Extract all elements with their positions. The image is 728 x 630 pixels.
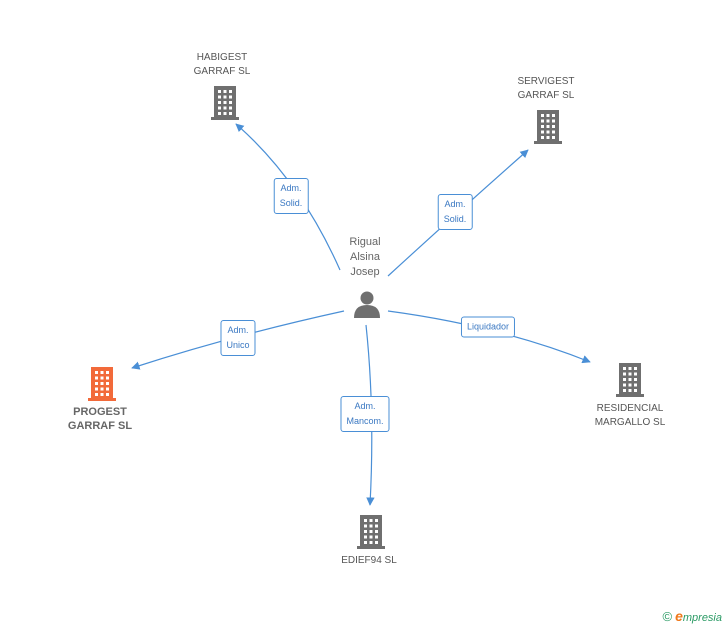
copyright-icon: ©	[662, 609, 673, 624]
relation-label-line: Adm.	[227, 325, 249, 335]
nodes	[88, 86, 644, 549]
company-name-line: SERVIGEST	[517, 76, 575, 87]
building-icon-servigest	[534, 110, 562, 144]
relation-label-line: Mancom.	[346, 416, 384, 426]
company-name-line: GARRAF SL	[193, 66, 251, 77]
company-name-line: RESIDENCIAL	[596, 403, 664, 414]
company-name-line: MARGALLO SL	[594, 417, 666, 428]
building-icon-edief94	[357, 515, 385, 549]
brand-name: mpresia	[682, 612, 722, 624]
relation-label-line: Adm.	[444, 199, 466, 209]
company-label-residencial[interactable]: RESIDENCIAL MARGALLO SL	[595, 402, 666, 430]
brand-logo-initial: e	[675, 608, 683, 624]
building-icon-residencial	[616, 363, 644, 397]
relation-label-progest[interactable]: Adm. Unico	[220, 320, 256, 356]
company-name-line: GARRAF SL	[517, 90, 575, 101]
relation-label-edief94[interactable]: Adm. Mancom.	[340, 396, 390, 432]
company-label-progest[interactable]: PROGEST GARRAF SL	[68, 405, 132, 433]
person-name-line: Rigual	[349, 236, 381, 248]
relation-label-residencial[interactable]: Liquidador	[460, 316, 516, 338]
relation-label-line: Unico	[226, 340, 250, 350]
company-name-line: EDIEF94 SL	[341, 555, 397, 566]
person-name-line: Josep	[350, 266, 380, 278]
relation-label-line: Liquidador	[466, 321, 510, 332]
relation-label-line: Solid.	[443, 214, 467, 224]
relation-label-habigest[interactable]: Adm. Solid.	[273, 178, 309, 214]
relation-label-line: Adm.	[280, 183, 302, 193]
person-name-line: Alsina	[350, 251, 380, 263]
building-icon-habigest	[211, 86, 239, 120]
brand-watermark: ©empresia	[662, 608, 722, 624]
relation-label-line: Solid.	[279, 198, 303, 208]
company-name-line: GARRAF SL	[67, 420, 133, 432]
relation-label-line: Adm.	[354, 401, 376, 411]
company-label-edief94[interactable]: EDIEF94 SL	[341, 554, 397, 568]
company-label-habigest[interactable]: HABIGEST GARRAF SL	[194, 51, 251, 79]
person-icon	[354, 291, 380, 318]
company-label-servigest[interactable]: SERVIGEST GARRAF SL	[517, 75, 574, 103]
company-name-line: PROGEST	[73, 406, 127, 418]
relation-label-servigest[interactable]: Adm. Solid.	[437, 194, 473, 230]
company-name-line: HABIGEST	[196, 52, 248, 63]
building-icon-progest	[88, 367, 116, 401]
